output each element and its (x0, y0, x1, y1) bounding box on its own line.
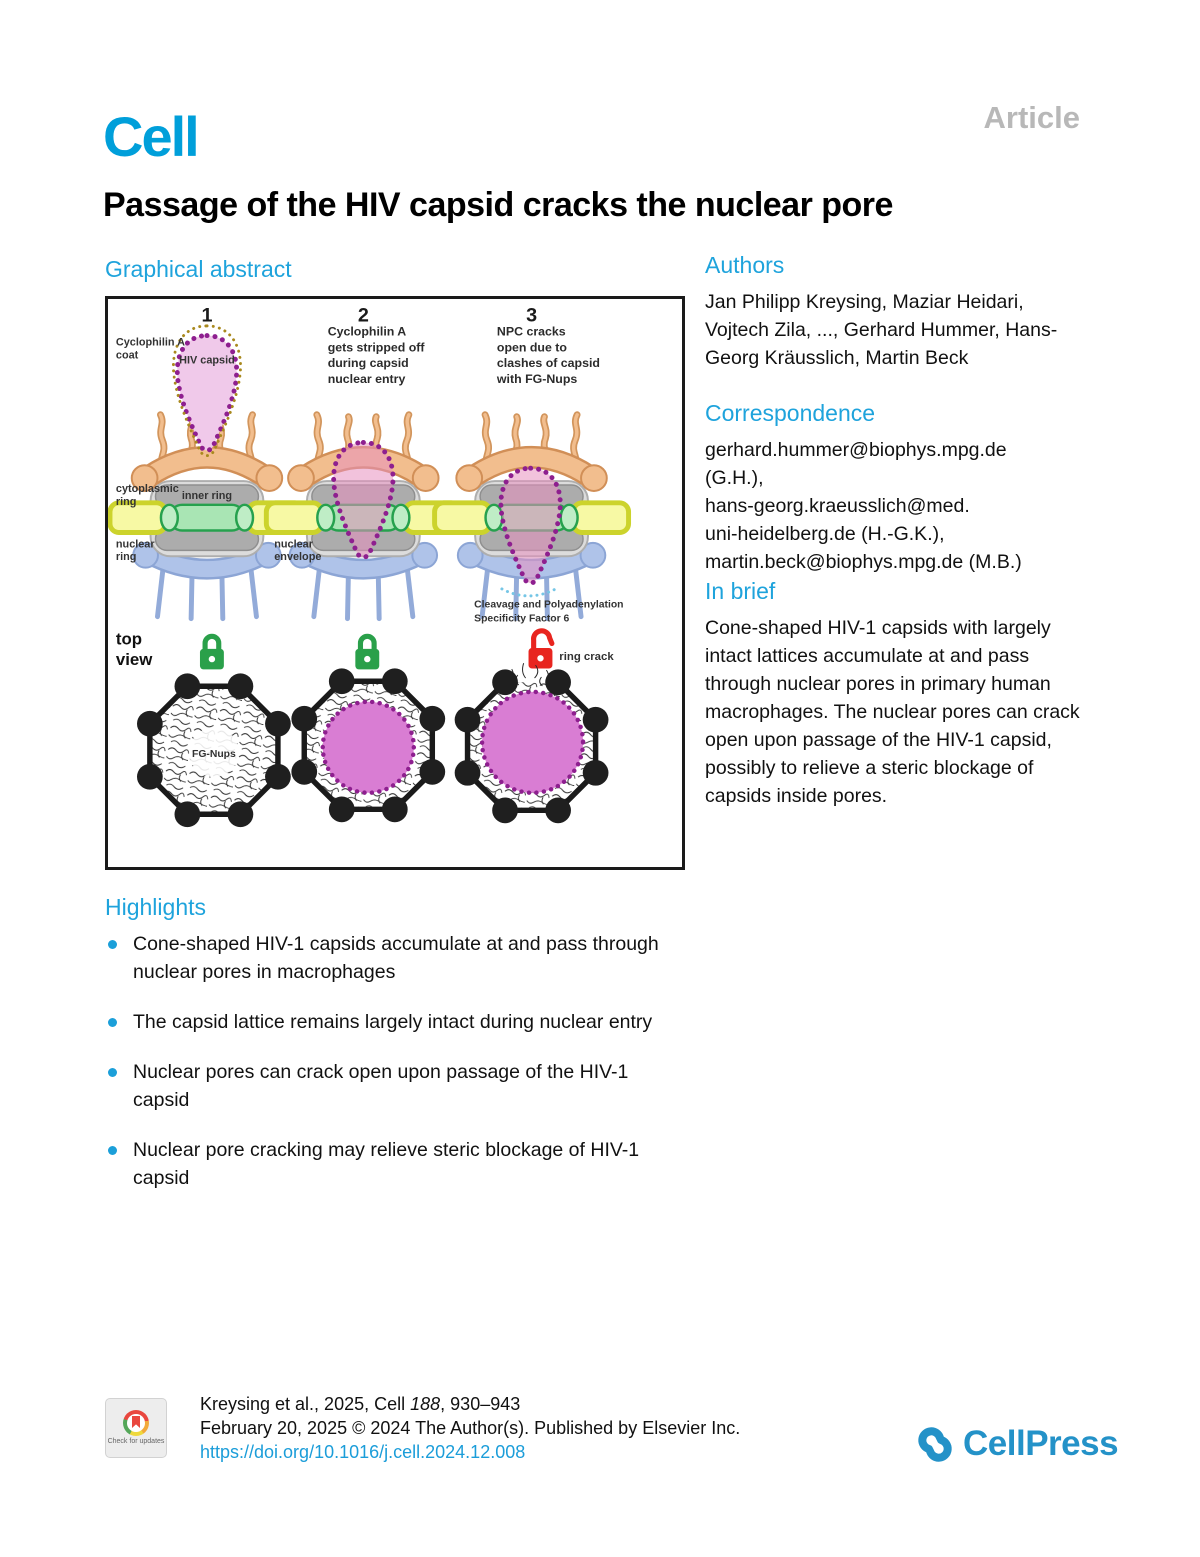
step2-caption: Cyclophilin A gets stripped off during c… (328, 325, 426, 387)
panel-2-number: 2 (358, 305, 369, 327)
crossmark-icon (123, 1410, 149, 1436)
page-title: Passage of the HIV capsid cracks the nuc… (103, 186, 893, 224)
svg-text:Cyclophilin A: Cyclophilin A (116, 336, 185, 348)
copyright-line: February 20, 2025 © 2024 The Author(s). … (200, 1418, 741, 1438)
ring-crack-label: ring crack (559, 651, 614, 663)
top-view-label: top view (116, 629, 153, 669)
closed-lock-icon-1 (200, 636, 224, 669)
highlights-heading: Highlights (105, 894, 206, 920)
graphical-abstract-figure: 1 2 3 Cyclophilin A gets stripped off du… (105, 296, 685, 870)
graphical-abstract-svg: 1 2 3 Cyclophilin A gets stripped off du… (108, 305, 682, 828)
svg-text:with FG-Nups: with FG-Nups (496, 372, 577, 386)
cyclophilin-coat-label: Cyclophilin A coat (116, 336, 185, 361)
svg-text:ring: ring (116, 496, 137, 508)
bullet-icon (108, 1018, 117, 1027)
nuclear-ring-label: nuclear ring (116, 538, 155, 563)
svg-text:ring: ring (116, 551, 137, 563)
journal-logo: Cell (103, 105, 200, 168)
panel-3-number: 3 (526, 305, 537, 327)
panel-1-number: 1 (201, 305, 212, 327)
svg-text:cytoplasmic: cytoplasmic (116, 483, 179, 495)
svg-text:view: view (116, 650, 153, 669)
svg-text:Cyclophilin A: Cyclophilin A (328, 325, 407, 339)
inner-ring-label: inner ring (182, 490, 232, 502)
highlights-list: Cone-shaped HIV-1 capsids accumulate at … (105, 930, 690, 1214)
svg-text:nuclear: nuclear (116, 538, 155, 550)
cytoplasmic-ring-label: cytoplasmic ring (116, 483, 179, 508)
bullet-icon (108, 1068, 117, 1077)
authors-list: Jan Philipp Kreysing, Maziar Heidari, Vo… (705, 291, 1058, 369)
bullet-icon (108, 940, 117, 949)
cellpress-wordmark: CellPress (963, 1424, 1119, 1463)
badge-label: Check for updates (107, 1438, 165, 1445)
svg-text:coat: coat (116, 349, 139, 361)
citation-block: Kreysing et al., 2025, Cell 188, 930–943… (200, 1392, 740, 1464)
step3-caption: NPC cracks open due to clashes of capsid… (496, 325, 600, 387)
svg-text:Cleavage and Polyadenylation: Cleavage and Polyadenylation (474, 600, 623, 611)
correspondence-emails: gerhard.hummer@biophys.mpg.de (G.H.), ha… (705, 439, 1022, 573)
bullet-icon (108, 1146, 117, 1155)
highlight-item: Cone-shaped HIV-1 capsids accumulate at … (105, 930, 690, 986)
highlight-item: Nuclear pores can crack open upon passag… (105, 1058, 690, 1114)
npc-top-view-1: FG-Nups (136, 673, 291, 828)
in-brief-text: Cone-shaped HIV-1 capsids with largely i… (705, 617, 1080, 807)
svg-text:during capsid: during capsid (328, 356, 409, 370)
highlight-item: The capsid lattice remains largely intac… (105, 1008, 690, 1036)
cpsf6-dotted-arc (500, 585, 561, 598)
cellpress-mark-icon (918, 1427, 952, 1462)
article-type-label: Article (983, 100, 1080, 135)
authors-heading: Authors (705, 252, 785, 278)
highlight-item: Nuclear pore cracking may relieve steric… (105, 1136, 690, 1192)
closed-lock-icon-2 (355, 636, 379, 669)
svg-text:nuclear: nuclear (274, 538, 313, 550)
citation-line: Kreysing et al., 2025, Cell 188, 930–943 (200, 1394, 521, 1414)
graphical-abstract-heading: Graphical abstract (105, 256, 292, 282)
npc-top-view-2 (291, 668, 446, 823)
npc-top-view-3 (454, 663, 609, 824)
svg-text:open due to: open due to (497, 340, 567, 354)
correspondence-heading: Correspondence (705, 400, 876, 426)
doi-link[interactable]: https://doi.org/10.1016/j.cell.2024.12.0… (200, 1442, 526, 1462)
hiv-capsid-3 (500, 468, 561, 598)
nuclear-envelope-label: nuclear envelope (274, 538, 321, 563)
fg-nups-label: FG-Nups (192, 749, 236, 760)
svg-text:Specificity Factor 6: Specificity Factor 6 (474, 614, 569, 625)
hiv-capsid-label: HIV capsid (179, 354, 235, 366)
in-brief-heading: In brief (705, 578, 776, 604)
open-lock-icon (529, 631, 553, 669)
cpsf6-label: Cleavage and Polyadenylation Specificity… (474, 600, 623, 625)
svg-text:clashes of capsid: clashes of capsid (497, 356, 600, 370)
svg-text:nuclear entry: nuclear entry (328, 372, 406, 386)
check-for-updates-badge[interactable]: Check for updates (105, 1398, 167, 1458)
svg-text:gets stripped off: gets stripped off (328, 340, 426, 354)
cellpress-logo: CellPress (915, 1424, 1119, 1464)
svg-text:top: top (116, 629, 142, 648)
svg-text:envelope: envelope (274, 551, 321, 563)
svg-text:NPC cracks: NPC cracks (497, 325, 566, 339)
